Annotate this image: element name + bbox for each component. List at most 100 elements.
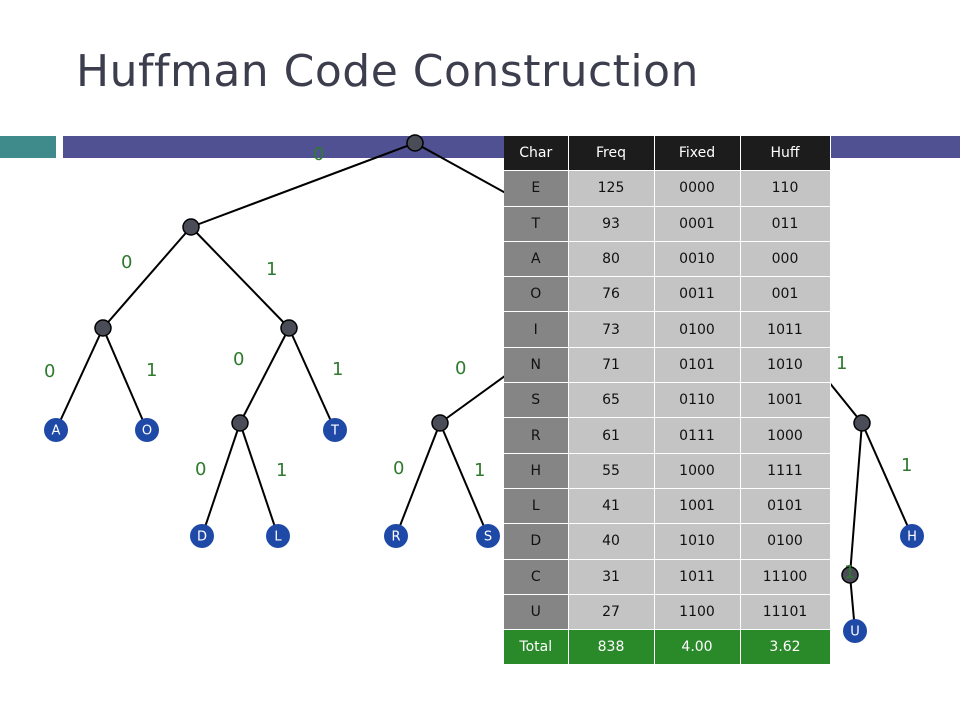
code-table-header-row: Char Freq Fixed Huff <box>504 136 831 172</box>
cell-fixed: 0011 <box>654 276 741 313</box>
cell-fixed: 1011 <box>654 559 741 595</box>
total-freq: 838 <box>568 629 655 666</box>
cell-fixed: 0100 <box>654 311 741 348</box>
leaf-label: D <box>197 530 207 545</box>
tree-edge <box>395 422 441 537</box>
cell-char: H <box>504 453 569 489</box>
internal-node <box>841 566 859 584</box>
cell-freq: 55 <box>568 453 655 489</box>
cell-fixed: 0001 <box>654 206 741 242</box>
internal-node <box>406 134 424 152</box>
internal-node <box>280 319 298 337</box>
edge-label: 1 <box>146 360 157 381</box>
leaf-label: S <box>484 530 492 545</box>
tree-edge <box>239 327 290 424</box>
leaf-node-h: H <box>900 524 924 548</box>
leaf-label: T <box>330 424 339 439</box>
cell-freq: 31 <box>568 559 655 595</box>
tree-edge <box>102 327 148 431</box>
leaf-label: O <box>142 424 152 439</box>
tree-edge <box>849 422 863 576</box>
edge-label: 0 <box>455 358 466 379</box>
cell-char: L <box>504 488 569 525</box>
tree-edge <box>439 422 489 537</box>
cell-fixed: 0110 <box>654 382 741 419</box>
header-fixed: Fixed <box>654 136 741 172</box>
tree-edge <box>861 422 913 537</box>
cell-freq: 76 <box>568 276 655 313</box>
edge-label: 0 <box>393 458 404 479</box>
leaf-node-a: A <box>44 418 68 442</box>
header-huff: Huff <box>740 136 831 172</box>
cell-huff: 11101 <box>740 594 831 631</box>
tree-edge <box>102 226 192 329</box>
slide-title: Huffman Code Construction <box>76 46 699 97</box>
cell-char: N <box>504 347 569 384</box>
cell-huff: 1001 <box>740 382 831 419</box>
cell-freq: 65 <box>568 382 655 419</box>
cell-freq: 71 <box>568 347 655 384</box>
leaf-node-t: T <box>323 418 347 442</box>
edge-label: 1 <box>266 259 277 280</box>
code-table-total-row: Total 838 4.00 3.62 <box>504 629 831 666</box>
leaf-node-r: R <box>384 524 408 548</box>
leaf-node-u: U <box>843 619 867 643</box>
cell-huff: 0100 <box>740 523 831 560</box>
edge-label: 1 <box>844 562 855 583</box>
leaf-node-l: L <box>266 524 290 548</box>
edge-label: 1 <box>332 359 343 380</box>
leaf-label: H <box>907 530 917 545</box>
total-fixed: 4.00 <box>654 629 741 666</box>
cell-fixed: 1000 <box>654 453 741 489</box>
cell-char: D <box>504 523 569 560</box>
header-freq: Freq <box>568 136 655 172</box>
cell-freq: 93 <box>568 206 655 242</box>
header-char: Char <box>504 136 569 172</box>
internal-node <box>431 414 449 432</box>
tree-edge <box>239 422 279 537</box>
edge-label: 1 <box>276 460 287 481</box>
edge-label: 0 <box>44 361 55 382</box>
cell-fixed: 0000 <box>654 170 741 207</box>
cell-huff: 11100 <box>740 559 831 595</box>
cell-char: E <box>504 170 569 207</box>
internal-node <box>853 414 871 432</box>
leaf-label: A <box>52 424 61 439</box>
leaf-node-d: D <box>190 524 214 548</box>
leaf-label: R <box>391 530 400 545</box>
edge-label: 0 <box>195 459 206 480</box>
cell-huff: 000 <box>740 241 831 278</box>
tree-edge <box>55 327 104 431</box>
cell-char: S <box>504 382 569 419</box>
leaf-label: U <box>850 625 860 640</box>
cell-char: U <box>504 594 569 631</box>
cell-char: I <box>504 311 569 348</box>
cell-huff: 110 <box>740 170 831 207</box>
cell-huff: 001 <box>740 276 831 313</box>
cell-huff: 0101 <box>740 488 831 525</box>
cell-freq: 41 <box>568 488 655 525</box>
total-huff: 3.62 <box>740 629 831 666</box>
cell-freq: 40 <box>568 523 655 560</box>
cell-fixed: 0101 <box>654 347 741 384</box>
title-accent-bar-teal <box>0 136 56 158</box>
cell-char: A <box>504 241 569 278</box>
leaf-label: L <box>274 530 282 545</box>
edge-label: 1 <box>474 460 485 481</box>
cell-freq: 125 <box>568 170 655 207</box>
cell-char: T <box>504 206 569 242</box>
cell-freq: 27 <box>568 594 655 631</box>
cell-huff: 011 <box>740 206 831 242</box>
edge-label: 1 <box>836 353 847 374</box>
tree-edge <box>201 422 241 537</box>
